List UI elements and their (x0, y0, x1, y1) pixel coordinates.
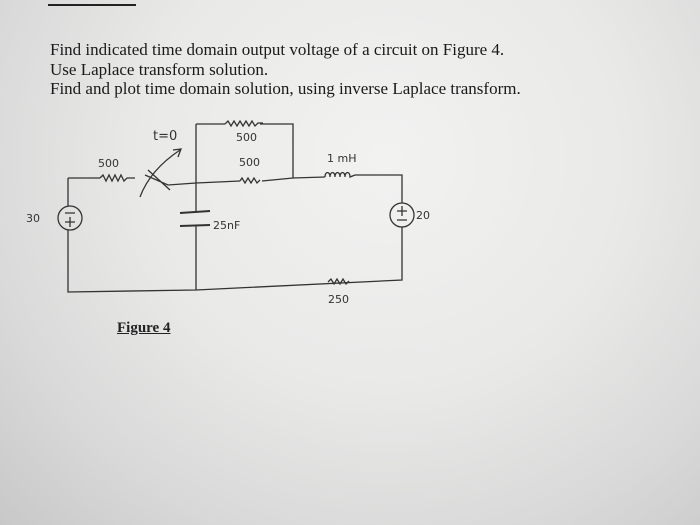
label-source-right: 20 (416, 209, 430, 222)
switch-arrow (139, 148, 182, 198)
label-resistor-left: 500 (98, 157, 119, 170)
capacitor (179, 210, 211, 227)
resistor-bottom (327, 277, 350, 286)
problem-line-2: Use Laplace transform solution. (50, 60, 269, 79)
label-source-left: 30 (26, 212, 40, 225)
label-resistor-middle: 500 (239, 156, 260, 169)
resistor-left (99, 173, 135, 183)
resistor-top (224, 119, 263, 128)
problem-line-3: Find and plot time domain solution, usin… (50, 79, 521, 98)
wire-left (67, 174, 403, 293)
label-inductor: 1 mH (327, 152, 356, 165)
resistor-middle (239, 176, 261, 185)
source-left-polarity (65, 212, 75, 227)
problem-line-1: Find indicated time domain output voltag… (50, 40, 505, 59)
header-underline (48, 4, 136, 6)
source-right-polarity (397, 206, 407, 221)
voltage-source-left (57, 205, 83, 231)
inductor (324, 171, 356, 178)
label-resistor-top: 500 (236, 131, 257, 144)
label-switch: t=0 (153, 129, 177, 144)
label-resistor-bottom: 250 (328, 293, 349, 306)
wire-node (195, 124, 326, 290)
label-capacitor: 25nF (213, 219, 240, 232)
switch (144, 169, 197, 191)
figure-caption: Figure 4 (117, 320, 171, 336)
voltage-source-right (389, 202, 415, 228)
top-box (196, 123, 294, 178)
